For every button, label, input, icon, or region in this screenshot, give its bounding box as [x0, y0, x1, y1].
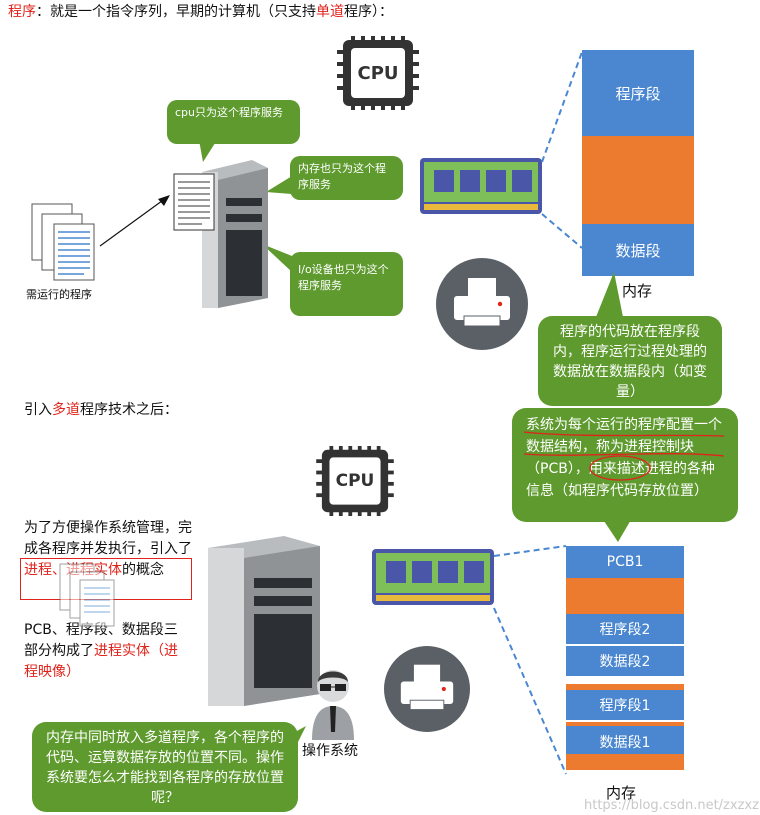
memory-label-top: 内存 [622, 282, 653, 300]
bubble-memory: 内存也只为这个程序服务 [290, 156, 403, 200]
bubble-memory-tail [266, 176, 292, 194]
bubble-io: I/o设备也只为这个程序服务 [290, 252, 403, 316]
memory-block-top: 程序段 数据段 [582, 50, 694, 276]
programs-label: 需运行的程序 [26, 288, 92, 301]
cpu-label: CPU [357, 62, 399, 84]
memory-module-icon-2 [372, 548, 494, 606]
arrow-to-computer [99, 195, 170, 247]
cpu-label-2: CPU [335, 471, 375, 491]
top-heading: 程序：就是一个指令序列，早期的计算机（只支持单道程序）： [8, 4, 393, 20]
watermark: https://blog.csdn.net/zxzxz [584, 798, 759, 813]
memory-zoom-lines-2 [493, 545, 567, 775]
bubble-io-tail [262, 244, 292, 272]
computer-tower-icon-2 [204, 534, 322, 706]
operator-person-icon [308, 660, 358, 740]
memory-segment-data2: 数据段2 [566, 646, 684, 676]
printer-icon-2 [384, 646, 470, 732]
computer-tower-icon [172, 158, 270, 310]
note-top-tail [594, 272, 624, 322]
memory-module-icon [420, 158, 542, 214]
printer-icon [436, 258, 528, 350]
memory-zoom-lines [541, 51, 583, 249]
heading-keyword: 程序 [8, 4, 36, 20]
cpu-chip-icon-2: CPU [316, 446, 394, 516]
memory-segment-data1: 数据段1 [566, 722, 684, 758]
pcb-annotation-marks [523, 431, 725, 481]
memory-label-bottom: 内存 [606, 784, 637, 802]
cpu-chip-icon: CPU [337, 36, 419, 110]
memory-block-bottom: PCB1 程序段2 数据段2 程序段1 数据段1 [566, 546, 684, 770]
memory-segment-program1: 程序段1 [566, 684, 684, 720]
memory-segment-pcb1: PCB1 [566, 546, 684, 578]
memory-segment-empty-1 [566, 578, 684, 612]
note-pcb-tail [602, 518, 632, 542]
bubble-cpu: cpu只为这个程序服务 [167, 100, 300, 144]
memory-segment-program2: 程序段2 [566, 612, 684, 644]
bubble-cpu-tail [199, 140, 217, 162]
memory-segment-empty-2 [566, 754, 684, 770]
os-label: 操作系统 [302, 743, 358, 759]
memory-segment-program: 程序段 [582, 50, 694, 136]
memory-segment-data: 数据段 [582, 224, 694, 276]
note-segments: 程序的代码放在程序段内，程序运行过程处理的数据放在数据段内（如变量） [538, 316, 722, 406]
bottom-intro: 引入多道程序技术之后： [24, 402, 178, 418]
process-entity-text: PCB、程序段、数据段三部分构成了进程实体（进程映像） [24, 622, 178, 680]
document-stack-icon [24, 196, 104, 286]
document-stack-icon-2 [56, 560, 126, 630]
note-pcb: 系统为每个运行的程序配置一个数据结构，称为进程控制块（PCB），用来描述进程的各… [512, 408, 738, 522]
memory-segment-empty [582, 136, 694, 224]
note-multiprogram: 内存中同时放入多道程序，各个程序的代码、运算数据存放的位置不同。操作系统要怎么才… [32, 722, 298, 812]
